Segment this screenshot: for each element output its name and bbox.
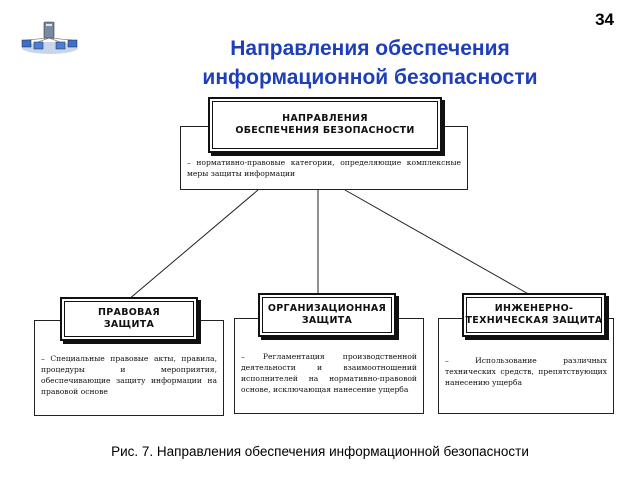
- engineering-description: – Использование различных технических ср…: [445, 355, 607, 387]
- root-title-line-2: ОБЕСПЕЧЕНИЯ БЕЗОПАСНОСТИ: [235, 125, 415, 136]
- page-title-line-1: Направления обеспечения: [230, 37, 510, 60]
- connector-root-to-legal: [127, 189, 259, 301]
- organizational-title-line-1: ОРГАНИЗАЦИОННАЯ: [267, 303, 387, 314]
- organizational-description: – Регламентация производственной деятель…: [241, 352, 417, 394]
- root-title-box: НАПРАВЛЕНИЯ ОБЕСПЕЧЕНИЯ БЕЗОПАСНОСТИ: [208, 97, 442, 153]
- organizational-title-line-2: ЗАЩИТА: [301, 315, 353, 326]
- root-title-line-1: НАПРАВЛЕНИЯ: [282, 113, 368, 124]
- page-title-line-2: информационной безопасности: [202, 66, 538, 89]
- root-description: – нормативно-правовые категории, определ…: [187, 158, 461, 178]
- network-computers-icon: [21, 21, 78, 54]
- figure-caption: Рис. 7. Направления обеспечения информац…: [111, 444, 529, 459]
- engineering-title-line-2: ТЕХНИЧЕСКАЯ ЗАЩИТА: [465, 315, 603, 326]
- page-title: Направления обеспечения информационной б…: [150, 34, 590, 92]
- organizational-title-box: ОРГАНИЗАЦИОННАЯ ЗАЩИТА: [258, 293, 396, 337]
- legal-title-line-1: ПРАВОВАЯ: [98, 307, 160, 318]
- connector-root-to-engineering: [344, 189, 533, 297]
- engineering-title-box: ИНЖЕНЕРНО- ТЕХНИЧЕСКАЯ ЗАЩИТА: [462, 293, 606, 337]
- legal-title-box: ПРАВОВАЯ ЗАЩИТА: [60, 297, 198, 341]
- engineering-title-line-1: ИНЖЕНЕРНО-: [494, 303, 574, 314]
- legal-title-line-2: ЗАЩИТА: [103, 319, 155, 330]
- legal-description: – Специальные правовые акты, правила, пр…: [41, 354, 217, 396]
- slide-number: 34: [595, 10, 614, 29]
